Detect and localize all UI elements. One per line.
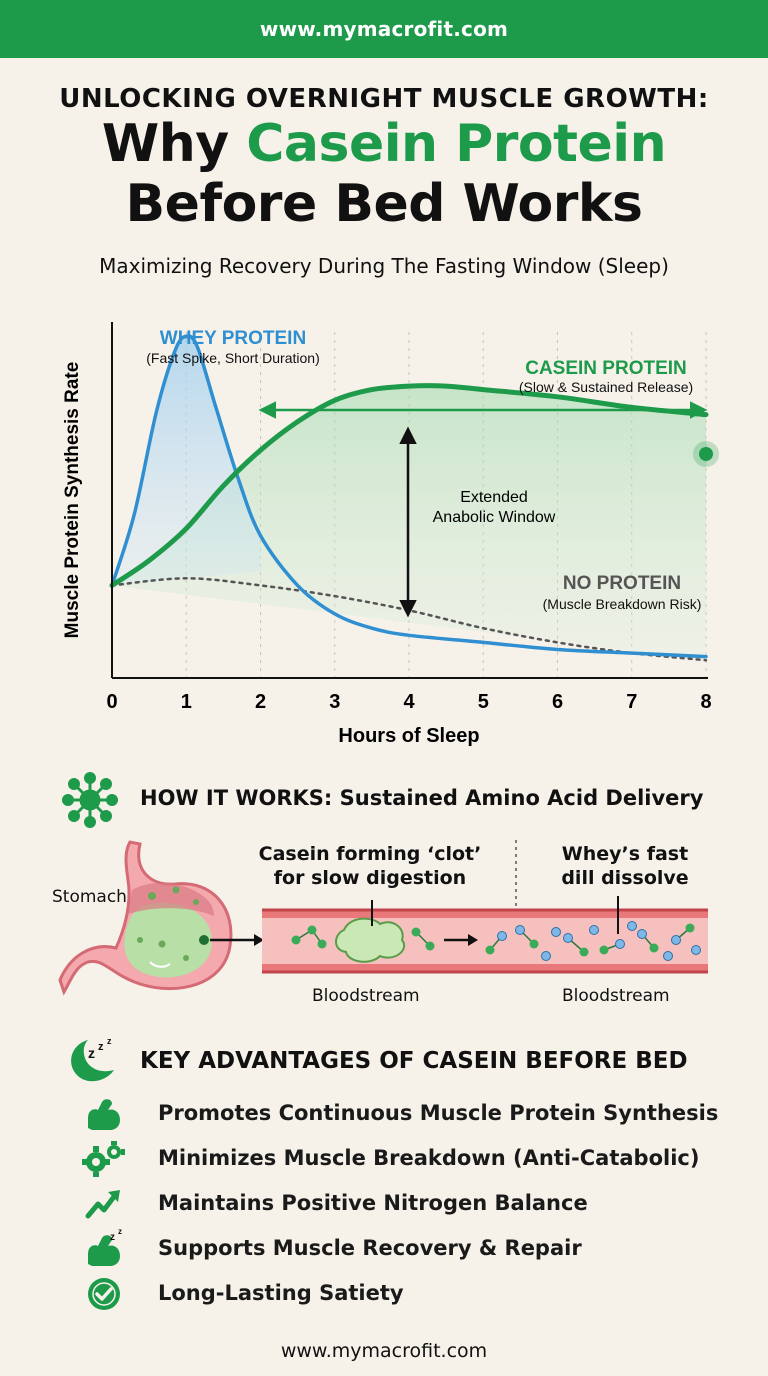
- key-advantages-heading: KEY ADVANTAGES OF CASEIN BEFORE BED: [140, 1048, 688, 1074]
- digestion-diagram: [58, 840, 708, 996]
- advantage-item-4: Supports Muscle Recovery & Repair: [158, 1236, 582, 1260]
- anabolic-annotation-line2: Anabolic Window: [433, 509, 556, 526]
- casein-series-note: (Slow & Sustained Release): [519, 379, 693, 395]
- whey-dissolve-note: Whey’s fast dill dissolve: [540, 842, 710, 890]
- advantage-item-1: Promotes Continuous Muscle Protein Synth…: [158, 1101, 719, 1125]
- y-axis-label: Muscle Protein Synthesis Rate: [62, 362, 83, 639]
- x-tick-label: 6: [552, 691, 563, 713]
- casein-series-label: CASEIN PROTEIN: [525, 358, 687, 379]
- title-highlight: Casein Protein: [246, 114, 667, 174]
- trend-up-arrow-icon: [85, 1190, 120, 1219]
- casein-clot-note-line2: for slow digestion: [273, 867, 467, 889]
- x-tick-label: 8: [700, 691, 711, 713]
- whey-dissolve-note-line1: Whey’s fast: [561, 843, 689, 865]
- moon-sleep-icon: z z z: [71, 1036, 114, 1082]
- svg-text:z: z: [118, 1228, 122, 1236]
- check-circle-icon: [88, 1278, 120, 1310]
- x-tick-label: 5: [478, 691, 489, 713]
- svg-text:z: z: [107, 1036, 112, 1046]
- bloodstream-label-left: Bloodstream: [312, 986, 420, 1006]
- casein-series-line: [109, 383, 709, 588]
- bloodstream-label-right: Bloodstream: [562, 986, 670, 1006]
- stomach-label: Stomach: [52, 887, 127, 907]
- x-tick-label: 7: [626, 691, 637, 713]
- whey-series-line: [110, 334, 708, 659]
- x-tick-label: 2: [255, 691, 266, 713]
- stomach-illustration: [58, 840, 233, 996]
- no-protein-series-label: NO PROTEIN: [563, 573, 681, 594]
- advantage-item-2: Minimizes Muscle Breakdown (Anti-Catabol…: [158, 1146, 700, 1170]
- whey-series-label: WHEY PROTEIN: [160, 328, 306, 349]
- casein-clot: [335, 917, 405, 963]
- page-title: Why Casein Protein Before Bed Works: [0, 114, 768, 234]
- svg-text:z: z: [88, 1045, 95, 1061]
- casein-end-point: [699, 447, 713, 461]
- whey-series-note: (Fast Spike, Short Duration): [146, 350, 320, 366]
- advantage-item-3: Maintains Positive Nitrogen Balance: [158, 1191, 588, 1215]
- network-molecule-icon: [62, 772, 118, 828]
- advantage-item-5: Long-Lasting Satiety: [158, 1281, 404, 1305]
- sleeping-arm-icon: z z: [88, 1228, 122, 1266]
- flexed-arm-icon: [88, 1099, 120, 1130]
- title-line2: Before Bed Works: [125, 174, 643, 234]
- no-protein-series-note: (Muscle Breakdown Risk): [543, 596, 702, 612]
- x-tick-label: 1: [181, 691, 192, 713]
- x-tick-label: 4: [403, 691, 415, 713]
- casein-clot-note-line1: Casein forming ‘clot’: [258, 843, 482, 865]
- gears-icon: [82, 1141, 125, 1177]
- title-kicker: UNLOCKING OVERNIGHT MUSCLE GROWTH:: [59, 84, 709, 114]
- casein-clot-note: Casein forming ‘clot’ for slow digestion: [250, 842, 490, 890]
- anabolic-annotation-line1: Extended: [460, 489, 528, 506]
- x-tick-label: 3: [329, 691, 340, 713]
- x-tick-label: 0: [106, 691, 117, 713]
- subtitle: Maximizing Recovery During The Fasting W…: [99, 254, 669, 278]
- header-url-bar[interactable]: www.mymacrofit.com: [0, 0, 768, 58]
- whey-dissolve-note-line2: dill dissolve: [561, 867, 689, 889]
- whey-area-fill: [112, 335, 261, 586]
- how-it-works-heading: HOW IT WORKS: Sustained Amino Acid Deliv…: [140, 786, 704, 810]
- svg-text:z: z: [98, 1041, 104, 1053]
- x-axis-label: Hours of Sleep: [338, 725, 479, 747]
- footer-url[interactable]: www.mymacrofit.com: [280, 1340, 488, 1362]
- svg-text:z: z: [110, 1232, 115, 1243]
- title-prefix: Why: [101, 114, 247, 174]
